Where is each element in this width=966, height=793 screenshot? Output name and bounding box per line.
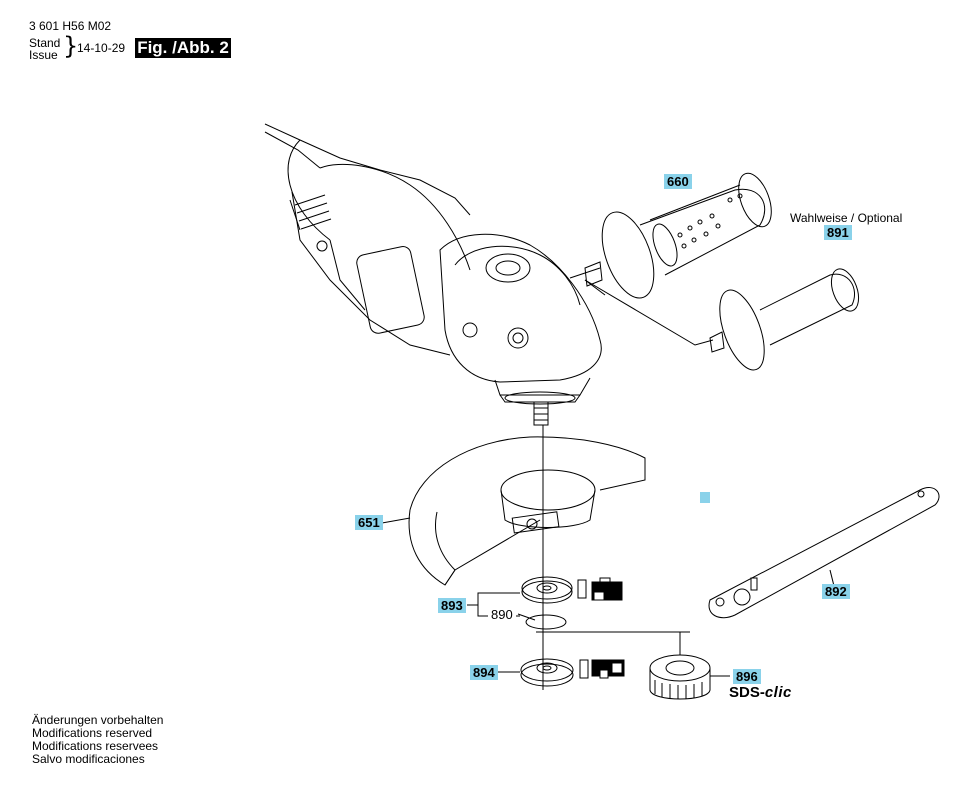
- flange-fit-icon: [577, 577, 623, 601]
- part-label-892: 892: [822, 584, 850, 599]
- part-label-891: 891: [824, 225, 852, 240]
- footer-notes: Änderungen vorbehalten Modifications res…: [32, 714, 163, 766]
- part-label-651: 651: [355, 515, 383, 530]
- stand-issue-label: Stand Issue: [29, 37, 60, 61]
- handle-660: [584, 172, 772, 299]
- nut-fit-icon: [579, 659, 625, 679]
- note-line: Salvo modificaciones: [32, 752, 145, 766]
- sds-prefix: SDS-: [729, 684, 765, 701]
- wrench-892: [708, 487, 940, 619]
- part-label-893: 893: [438, 598, 466, 613]
- handle-891: [709, 268, 860, 371]
- sds-clic-label: SDS-clic: [729, 684, 792, 701]
- part-label-894: 894: [470, 665, 498, 680]
- stand-label: Stand: [29, 36, 61, 50]
- document-number: 3 601 H56 M02: [29, 19, 112, 33]
- brace: }: [63, 32, 79, 60]
- guard-651: [408, 436, 646, 586]
- part-label-890: 890: [488, 607, 516, 622]
- note-line: Änderungen vorbehalten: [32, 713, 164, 727]
- optional-label: Wahlweise / Optional: [790, 211, 903, 225]
- grinder-body: [264, 123, 602, 426]
- highlight-marker: [700, 492, 710, 503]
- flange-893: [521, 576, 573, 604]
- sds-clic-nut-896: [649, 632, 711, 700]
- issue-label: Issue: [29, 48, 58, 62]
- figure-label: Fig. /Abb. 2: [135, 38, 231, 58]
- part-label-660: 660: [664, 174, 692, 189]
- o-ring-890: [525, 614, 567, 630]
- note-line: Modifications reserved: [32, 726, 153, 740]
- sds-suffix: clic: [764, 684, 792, 701]
- part-label-896: 896: [733, 669, 761, 684]
- clamping-nut-894: [520, 658, 574, 687]
- note-line: Modifications reservees: [32, 739, 159, 753]
- issue-date: 14-10-29: [77, 41, 126, 55]
